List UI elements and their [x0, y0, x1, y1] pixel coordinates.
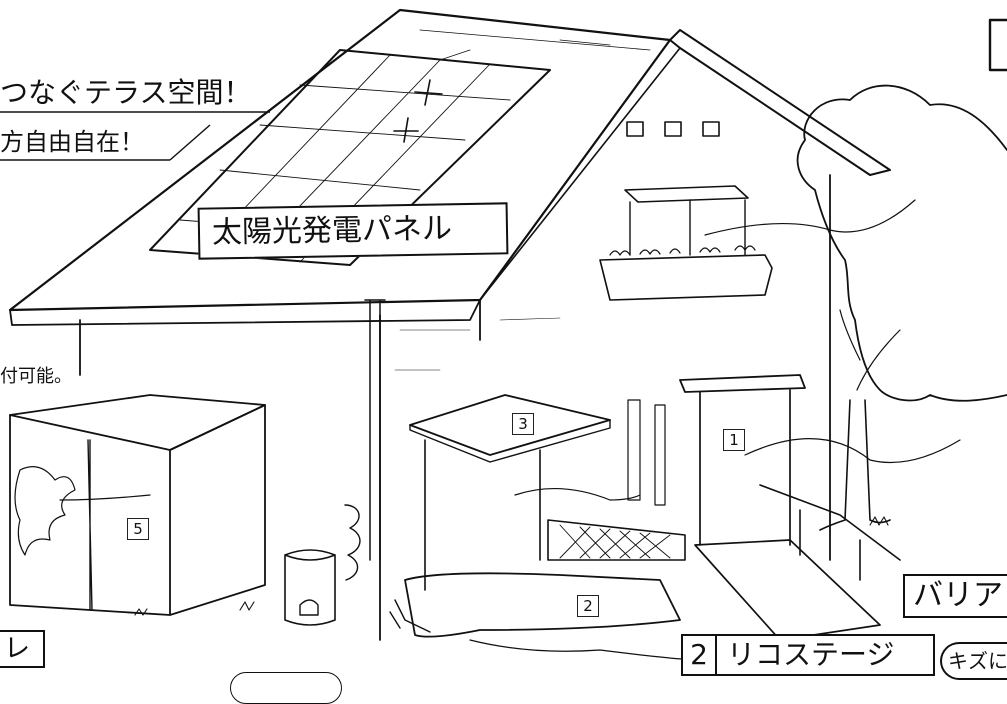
- house-sketch: つなぐテラス空間！ 方自由自在！ 付可能。: [0, 8, 1007, 661]
- left-box: レ: [0, 630, 45, 668]
- side-note: 付可能。: [0, 366, 72, 387]
- bottom-bubble-outline: [230, 672, 342, 704]
- corner-box: [988, 18, 1007, 72]
- flower-box: [599, 254, 773, 301]
- roof-hatch: [419, 29, 651, 61]
- house-right-wall: [479, 174, 831, 561]
- barrier-label: バリア: [903, 574, 1007, 618]
- entrance-canopy-edge: [409, 419, 611, 463]
- rain-barrel-tap: [299, 599, 319, 616]
- stage-number-box: 2: [681, 634, 717, 676]
- wall-texture: [394, 317, 561, 371]
- sunroom-plants: [14, 466, 76, 556]
- wall-panels: [627, 399, 666, 506]
- item-tag-2: 2: [577, 595, 599, 617]
- item-tag-5: 5: [127, 518, 149, 540]
- item-tag-1: 1: [723, 429, 745, 451]
- gable-roof: [669, 29, 891, 176]
- sunroom-front: [9, 404, 266, 616]
- downpipe-coil: [344, 504, 361, 581]
- ramp: [694, 539, 881, 641]
- item-tag-3: 3: [512, 413, 534, 435]
- entrance-leader: [514, 488, 641, 501]
- header-line-2: 方自由自在！: [0, 128, 144, 156]
- window-2: [664, 121, 682, 137]
- header-line-1: つなぐテラス空間！: [0, 76, 251, 109]
- balcony-leader: [704, 199, 916, 236]
- solar-panel-outline: [149, 49, 551, 266]
- sunroom-leader: [59, 494, 151, 501]
- window-1: [626, 121, 644, 137]
- rain-barrel: [284, 549, 336, 626]
- gable-eave-left: [479, 47, 681, 301]
- sparkle-1: [414, 79, 443, 106]
- flowers: [609, 245, 756, 256]
- tree-canopy: [796, 84, 1007, 402]
- door-canopy: [679, 374, 806, 393]
- window-3: [702, 121, 720, 137]
- header-underline-2: [0, 124, 211, 161]
- solar-panel-label: 太陽光発電パネル: [197, 202, 509, 260]
- front-door: [699, 389, 791, 546]
- ground-grass-1: [134, 601, 255, 616]
- lattice-fence: [547, 519, 686, 561]
- handrail: [759, 484, 901, 581]
- sunroom-posts: [87, 439, 93, 611]
- deck-stage: [404, 572, 681, 638]
- sparkle-2: [393, 117, 419, 143]
- tree-trunk: [819, 399, 891, 531]
- roof-eave: [9, 299, 481, 326]
- deck-steps: [389, 599, 431, 633]
- entrance-door: [424, 439, 541, 591]
- entrance-canopy: [409, 394, 611, 456]
- stage-name-box: リコステージ: [715, 634, 935, 676]
- damage-bubble: キズに: [940, 642, 1007, 680]
- tree-branch: [839, 309, 901, 391]
- grass-right: [869, 516, 889, 526]
- lattice-pattern: [559, 524, 671, 559]
- downpipe: [364, 299, 386, 561]
- door-leader: [744, 438, 961, 464]
- balcony-awning: [624, 185, 749, 203]
- deck-leader: [469, 639, 701, 661]
- balcony-frame: [629, 199, 746, 256]
